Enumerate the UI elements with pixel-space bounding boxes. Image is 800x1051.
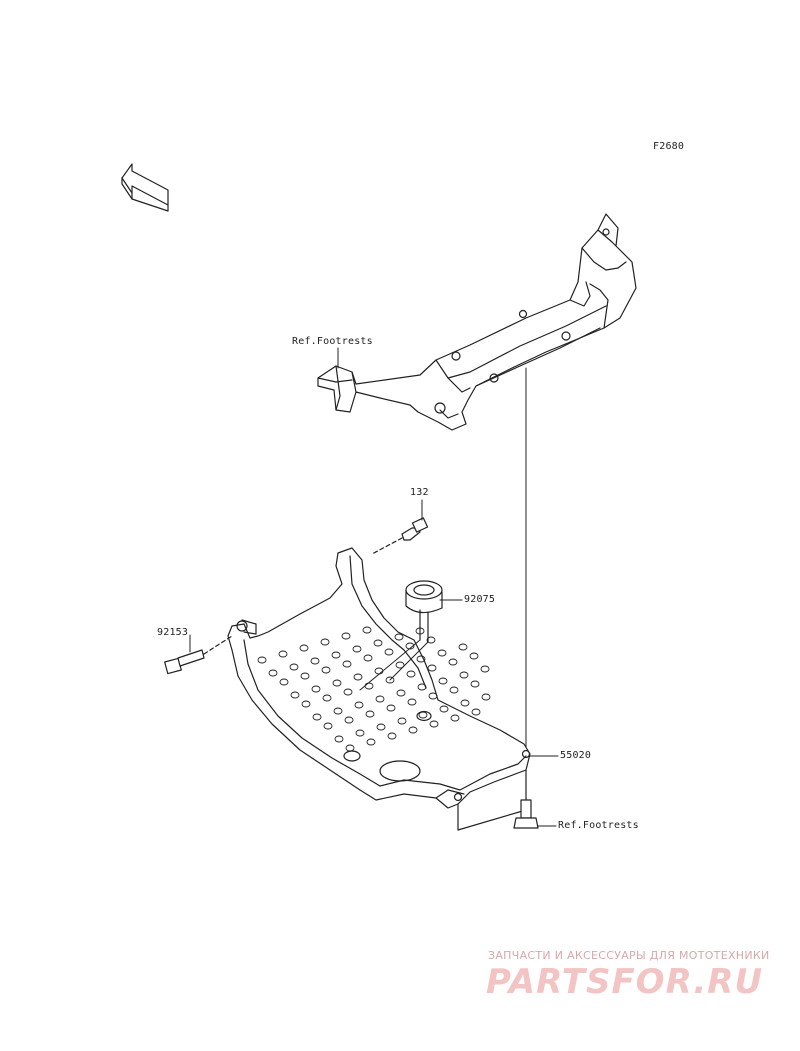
skid-plate-hole [395, 661, 405, 669]
footrest-bracket [317, 213, 637, 431]
skid-plate-hole [278, 650, 288, 658]
skid-plate-hole [439, 705, 449, 713]
skid-plate-hole [342, 660, 352, 668]
skid-plate-hole [300, 672, 310, 680]
skid-plate-hole [323, 722, 333, 730]
skid-plate-hole [460, 699, 470, 707]
skid-plate-hole [428, 692, 438, 700]
skid-plate-hole [396, 689, 406, 697]
skid-plate-hole [279, 678, 289, 686]
callout-92153: 92153 [157, 627, 189, 638]
skid-plate-hole [376, 723, 386, 731]
skid-plate-hole [333, 707, 343, 715]
skid-plate-hole [331, 651, 341, 659]
skid-plate-hole [334, 735, 344, 743]
skid-plate-hole [386, 704, 396, 712]
skid-plate-hole [458, 643, 468, 651]
skid-plate-hole [448, 658, 458, 666]
skid-plate-hole [397, 717, 407, 725]
skid-plate-hole [449, 686, 459, 694]
skid-plate-hole [257, 656, 267, 664]
skid-plate-hole [289, 663, 299, 671]
figure-code: F2680 [653, 141, 685, 152]
bolt-132 [371, 517, 429, 555]
skid-plate-hole [384, 648, 394, 656]
skid-plate-hole [301, 700, 311, 708]
skid-plate-hole [299, 644, 309, 652]
skid-plate-hole [352, 645, 362, 653]
watermark-brand: PARTSFOR.RU [486, 962, 764, 1002]
skid-plate-hole [321, 666, 331, 674]
skid-plate-hole [470, 680, 480, 688]
skid-plate-hole [355, 729, 365, 737]
callout-92075: 92075 [464, 594, 496, 605]
skid-plate-hole [311, 685, 321, 693]
callout-ref-footrests-top: Ref.Footrests [292, 336, 373, 347]
skid-plate-hole [426, 636, 436, 644]
skid-plate-hole [417, 683, 427, 691]
skid-plate-hole [354, 701, 364, 709]
skid-plate-hole [373, 639, 383, 647]
skid-plate-hole [312, 713, 322, 721]
skid-plate-hole [408, 726, 418, 734]
skid-plate-hole [363, 654, 373, 662]
skid-plate-hole [268, 669, 278, 677]
skid-plate-hole [438, 677, 448, 685]
skid-plate-hole [416, 655, 426, 663]
skid-plate-hole [471, 708, 481, 716]
skid-plate-hole [310, 657, 320, 665]
skid-plate-hole [343, 688, 353, 696]
callout-ref-footrests-bottom: Ref.Footrests [558, 820, 639, 831]
skid-plate-hole [480, 665, 490, 673]
skid-plate-hole [365, 710, 375, 718]
callout-132: 132 [410, 487, 429, 498]
callout-55020: 55020 [560, 750, 592, 761]
damper-92075 [405, 580, 443, 643]
skid-plate-hole [418, 711, 428, 719]
skid-plate-hole [290, 691, 300, 699]
skid-plate-hole [385, 676, 395, 684]
skid-plate-hole [469, 652, 479, 660]
skid-plate-hole [366, 738, 376, 746]
skid-plate-hole [437, 649, 447, 657]
skid-plate-hole [320, 638, 330, 646]
skid-plate-hole [332, 679, 342, 687]
skid-plate-hole [450, 714, 460, 722]
watermark-tagline: ЗАПЧАСТИ И АКСЕССУАРЫ ДЛЯ МОТОТЕХНИКИ [488, 949, 770, 962]
skid-plate-hole [387, 732, 397, 740]
front-arrow-icon [121, 163, 169, 212]
skid-plate-hole [353, 673, 363, 681]
skid-plate [227, 547, 531, 831]
skid-plate-hole [362, 626, 372, 634]
skid-plate-hole [375, 695, 385, 703]
skid-plate-hole [427, 664, 437, 672]
skid-plate-hole [407, 698, 417, 706]
skid-plate-hole [406, 670, 416, 678]
skid-plate-hole [341, 632, 351, 640]
skid-plate-hole [344, 716, 354, 724]
bolt-92153 [164, 635, 233, 675]
skid-plate-holes [257, 626, 491, 752]
bolt-bottom [513, 799, 539, 829]
skid-plate-hole [429, 720, 439, 728]
skid-plate-hole [394, 633, 404, 641]
skid-plate-hole [459, 671, 469, 679]
skid-plate-hole [345, 744, 355, 752]
skid-plate-hole [405, 642, 415, 650]
skid-plate-hole [322, 694, 332, 702]
skid-plate-hole [481, 693, 491, 701]
